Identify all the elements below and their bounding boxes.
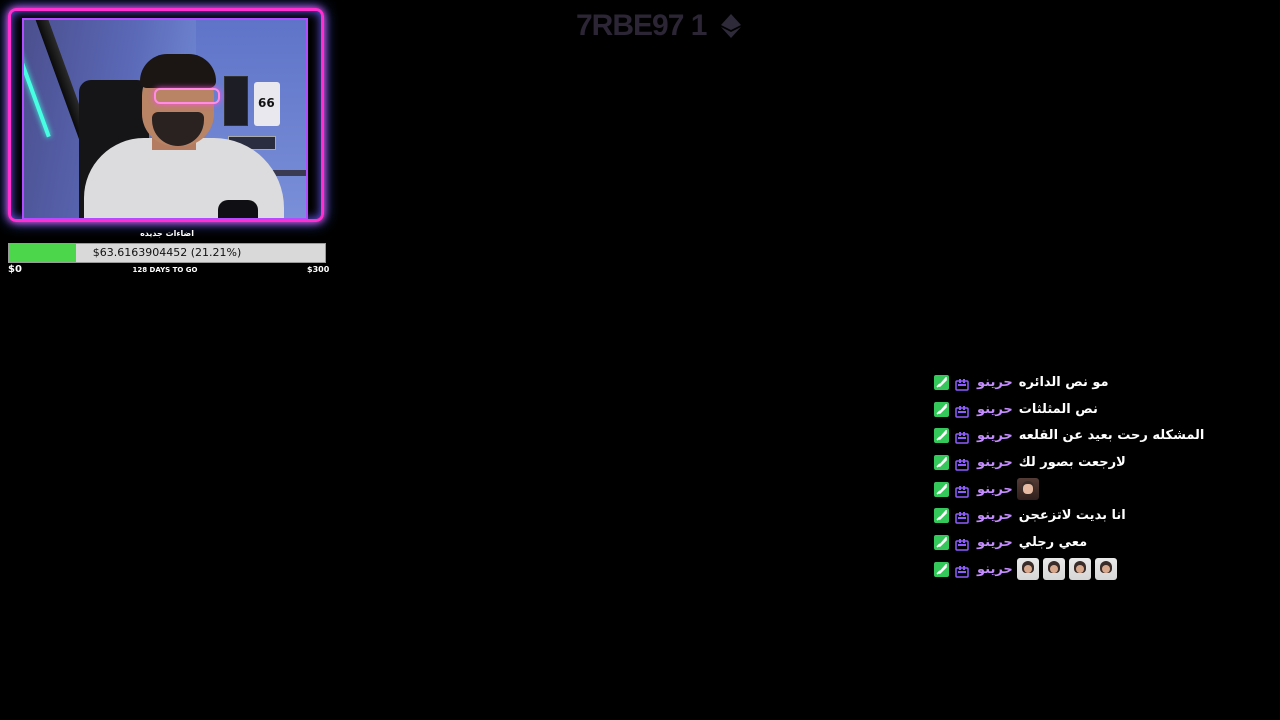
goal-progress-fill — [9, 244, 77, 262]
chat-message-text: لارجعت بصور لك — [1018, 454, 1126, 470]
chat-message-text: نص المثلثات — [1018, 401, 1098, 417]
subscriber-icon — [955, 509, 969, 525]
chat-message: حرينو معي رجلي — [932, 529, 1262, 556]
chat-message-text: انا بديت لاتزعجن — [1018, 508, 1126, 524]
chat-message-text: المشكله رحت بعيد عن القلعه — [1018, 428, 1205, 444]
chat-username[interactable]: حرينو — [977, 508, 1013, 524]
subscriber-icon — [955, 403, 969, 418]
subscriber-icon — [955, 376, 969, 391]
goal-max-label: $300 — [307, 265, 330, 274]
chat-username[interactable]: حرينو — [977, 561, 1013, 577]
chat-message: حرينو المشكله رحت بعيد عن القلعه — [932, 422, 1262, 449]
person-emote — [1016, 558, 1039, 581]
subscriber-icon — [955, 483, 969, 498]
subscriber-icon — [955, 429, 969, 444]
goal-min-label: $0 — [8, 264, 22, 275]
moderator-sword-icon — [934, 374, 949, 390]
moderator-sword-icon — [934, 401, 949, 417]
chat-message: حرينو مو نص الدائره — [932, 369, 1262, 396]
chat-message: حرينو انا بديت لاتزعجن — [932, 502, 1262, 529]
face-emote — [1016, 478, 1039, 501]
moderator-sword-icon — [934, 561, 949, 577]
chat-message: حرينو — [932, 556, 1262, 583]
moderator-sword-icon — [934, 508, 949, 524]
stream-title-bar: 7RBE97 1 — [576, 8, 742, 44]
chat-overlay: حرينو مو نص الدائره حرينو نص المثلثات حرينو ا… — [932, 369, 1262, 583]
moderator-sword-icon — [934, 481, 949, 497]
chat-username[interactable]: حرينو — [977, 534, 1013, 550]
webcam-overlay — [8, 8, 324, 222]
stream-title: 7RBE97 1 — [576, 9, 707, 42]
ethereum-icon — [721, 14, 742, 38]
person-emote — [1042, 558, 1065, 581]
goal-title: اضاءات جديده — [140, 229, 194, 238]
subscriber-icon — [955, 456, 969, 471]
chat-message-text: معي رجلي — [1018, 534, 1088, 550]
person-emote — [1094, 558, 1117, 581]
webcam-frame — [8, 8, 324, 222]
chat-username[interactable]: حرينو — [977, 481, 1013, 497]
chat-message: حرينو — [932, 476, 1262, 503]
goal-days-remaining: 128 DAYS TO GO — [132, 266, 198, 274]
goal-progress-bar: $63.6163904452 (21.21%) — [8, 243, 326, 263]
chat-message: حرينو لارجعت بصور لك — [932, 449, 1262, 476]
chat-username[interactable]: حرينو — [977, 374, 1013, 390]
moderator-sword-icon — [934, 428, 949, 444]
chat-username[interactable]: حرينو — [977, 401, 1013, 417]
chat-message-text: مو نص الدائره — [1018, 374, 1109, 390]
chat-username[interactable]: حرينو — [977, 454, 1013, 470]
subscriber-icon — [955, 563, 969, 578]
moderator-sword-icon — [934, 534, 949, 550]
chat-username[interactable]: حرينو — [977, 428, 1013, 444]
person-emote — [1068, 558, 1091, 581]
webcam-feed — [22, 18, 308, 220]
subscriber-icon — [955, 536, 969, 551]
moderator-sword-icon — [934, 454, 949, 470]
chat-message: حرينو نص المثلثات — [932, 396, 1262, 423]
goal-amount: $63.6163904452 (21.21%) — [92, 246, 242, 259]
